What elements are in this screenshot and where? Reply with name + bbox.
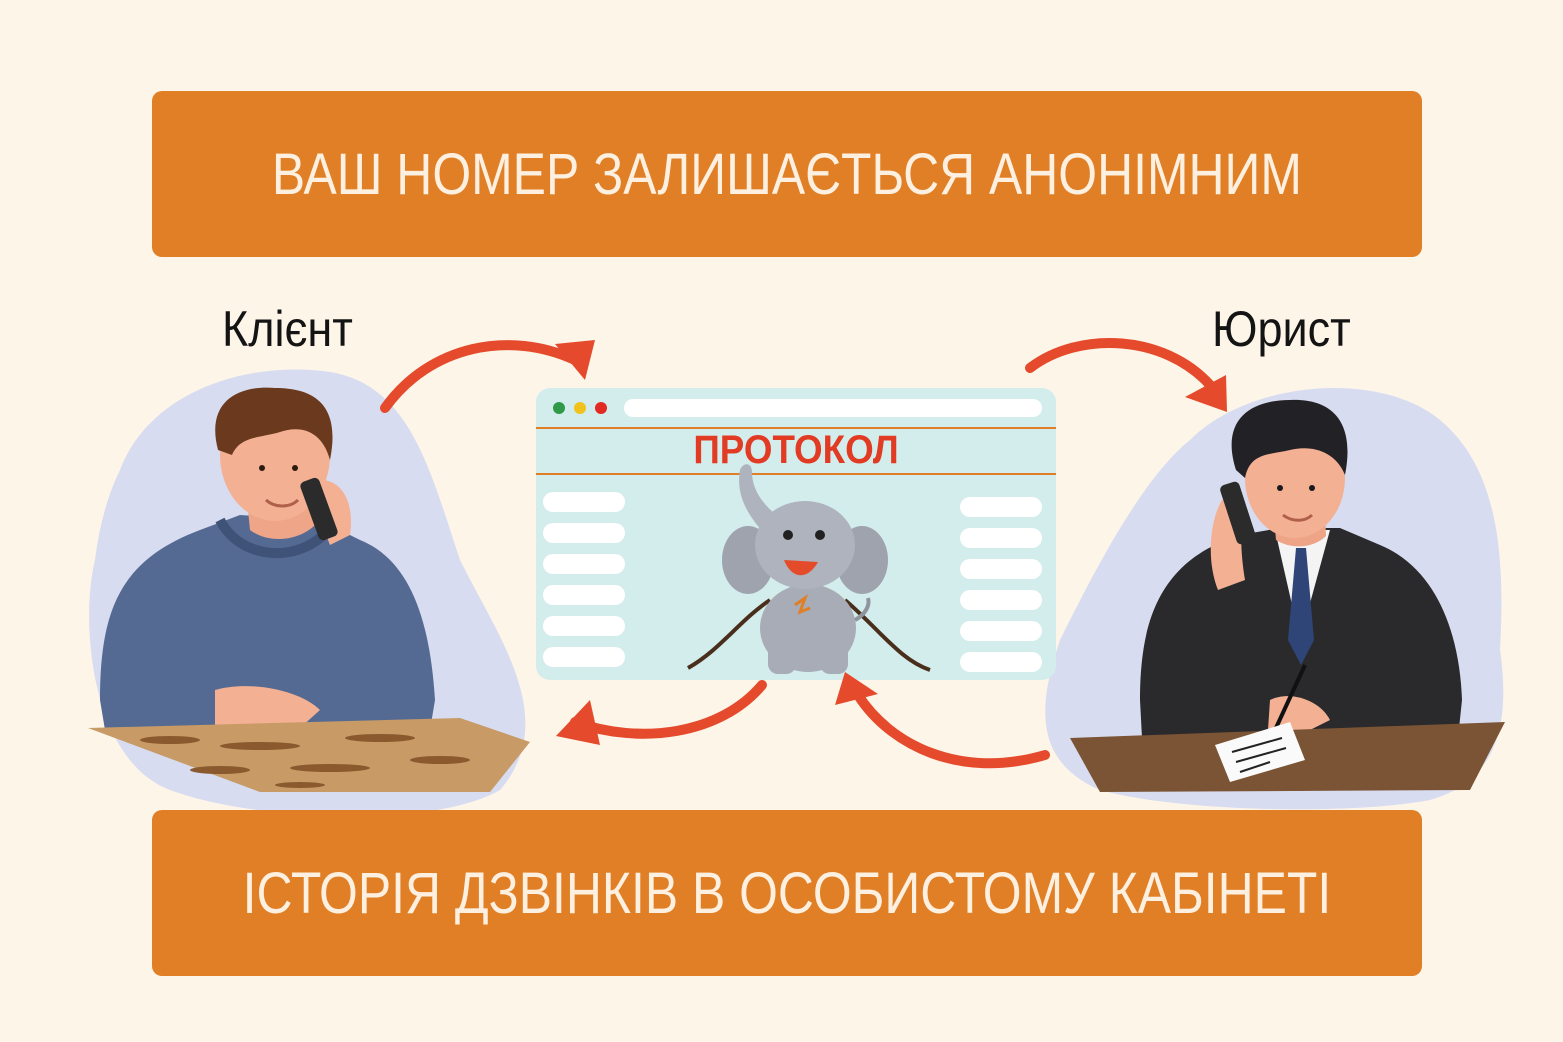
client-figure — [100, 387, 435, 730]
window-dot-red — [595, 402, 607, 414]
window-dot-yellow — [574, 402, 586, 414]
arrow-protocol-to-client — [556, 680, 767, 745]
protocol-title: ПРОТОКОЛ — [693, 428, 899, 472]
arrow-client-to-protocol — [380, 340, 595, 413]
elephant-mascot-icon — [687, 464, 931, 674]
banner-call-history: ІСТОРІЯ ДЗВІНКІВ В ОСОБИСТОМУ КАБІНЕТІ — [152, 810, 1422, 976]
banner-anonymous-number: ВАШ НОМЕР ЗАЛИШАЄТЬСЯ АНОНІМНИМ — [152, 91, 1422, 257]
arrow-protocol-to-lawyer — [1025, 338, 1227, 412]
window-dot-green — [553, 402, 565, 414]
banner-top-text: ВАШ НОМЕР ЗАЛИШАЄТЬСЯ АНОНІМНИМ — [271, 141, 1303, 207]
banner-bottom-text: ІСТОРІЯ ДЗВІНКІВ В ОСОБИСТОМУ КАБІНЕТІ — [242, 860, 1332, 926]
arrow-lawyer-to-protocol — [835, 672, 1050, 769]
window-address-bar — [624, 399, 1042, 417]
client-label: Клієнт — [222, 301, 353, 357]
client-desk — [88, 718, 530, 792]
client-desk-grain — [140, 734, 470, 788]
right-list — [960, 497, 1042, 672]
lawyer-label: Юрист — [1212, 301, 1351, 357]
lawyer-paper — [1215, 722, 1305, 782]
lawyer-figure — [1140, 399, 1462, 738]
left-list — [543, 492, 625, 667]
